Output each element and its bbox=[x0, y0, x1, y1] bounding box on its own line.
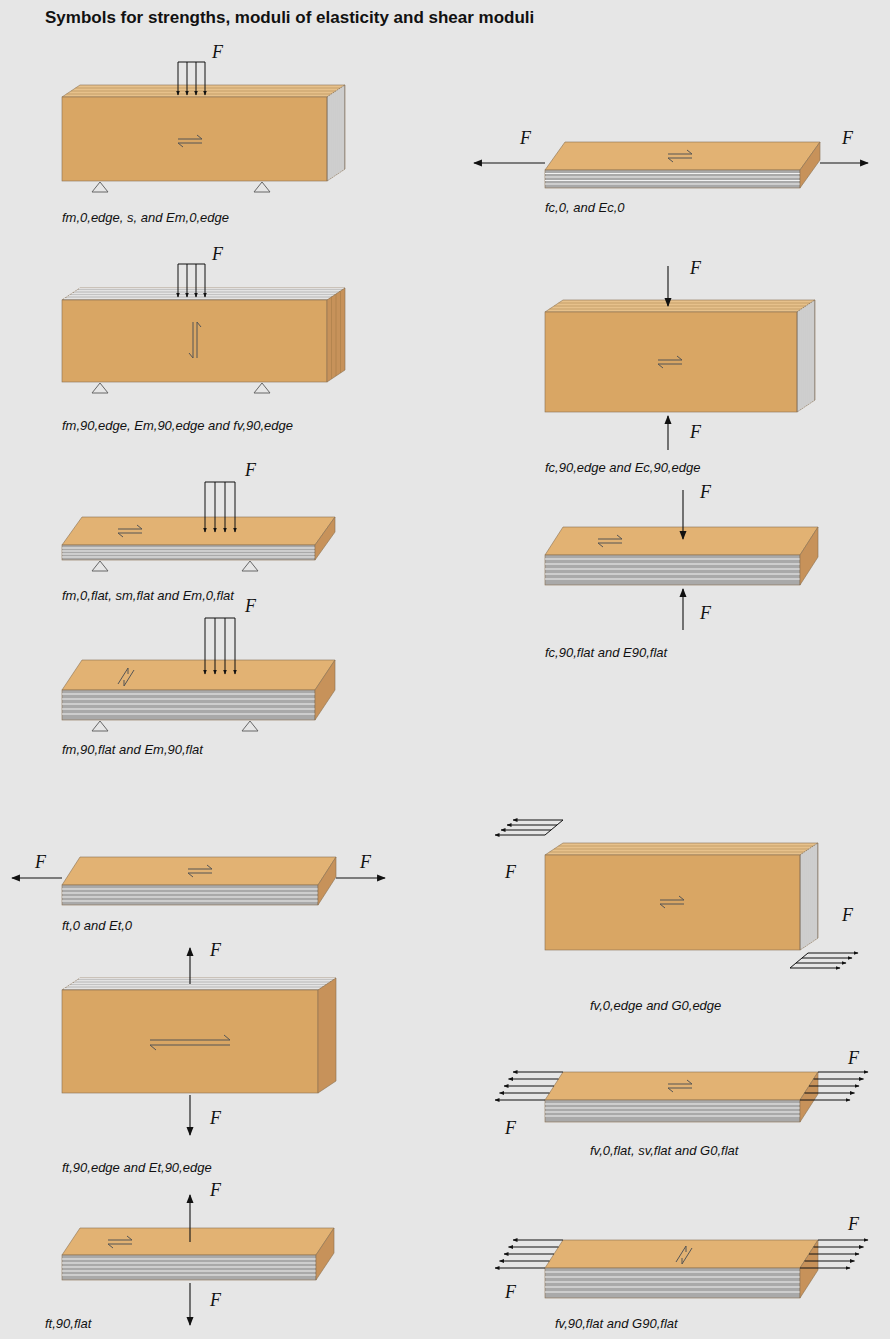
flat-plate bbox=[62, 1228, 334, 1280]
force-label: F bbox=[700, 603, 711, 623]
edge-beam bbox=[62, 288, 345, 382]
grain-arrow bbox=[660, 896, 684, 908]
symbol-caption: fv,0,edge and G0,edge bbox=[590, 998, 721, 1014]
symbol-caption: fm,90,edge, Em,90,edge and fv,90,edge bbox=[62, 418, 293, 434]
grain-arrow bbox=[189, 322, 201, 358]
force-label: F bbox=[245, 596, 256, 616]
symbol-caption: ft,0 and Et,0 bbox=[62, 918, 132, 934]
edge-beam bbox=[545, 300, 815, 412]
edge-beam bbox=[545, 843, 818, 950]
grain-arrow bbox=[108, 1236, 132, 1248]
flat-plate bbox=[545, 527, 818, 585]
grain-arrow bbox=[118, 668, 134, 686]
load-arrows bbox=[205, 482, 235, 532]
force-label: F bbox=[505, 1282, 516, 1302]
force-label: F bbox=[210, 1180, 221, 1200]
flat-plate bbox=[545, 1072, 818, 1122]
force-label: F bbox=[505, 1118, 516, 1138]
force-label: F bbox=[690, 258, 701, 278]
load-arrows bbox=[178, 264, 205, 297]
flat-plate bbox=[62, 660, 335, 720]
grain-arrow bbox=[188, 865, 212, 877]
symbol-caption: fm,0,edge, s, and Em,0,edge bbox=[62, 210, 229, 226]
shear-arrows bbox=[800, 1072, 868, 1100]
support bbox=[92, 182, 270, 192]
force-arrow bbox=[189, 948, 190, 1135]
edge-beam bbox=[62, 85, 345, 181]
flat-plate bbox=[545, 1240, 818, 1298]
grain-arrow bbox=[668, 1080, 692, 1092]
flat-plate bbox=[545, 142, 820, 188]
load-arrows bbox=[205, 618, 235, 674]
force-arrow bbox=[12, 877, 385, 878]
force-label: F bbox=[245, 460, 256, 480]
force-arrow bbox=[682, 490, 683, 630]
grain-arrow bbox=[668, 150, 692, 162]
force-label: F bbox=[848, 1214, 859, 1234]
support bbox=[92, 383, 270, 393]
shear-arrows bbox=[495, 1072, 563, 1100]
force-label: F bbox=[842, 128, 853, 148]
force-label: F bbox=[210, 1290, 221, 1310]
symbol-caption: fc,0, and Ec,0 bbox=[545, 200, 625, 216]
flat-plate bbox=[62, 857, 336, 905]
symbol-caption: fc,90,edge and Ec,90,edge bbox=[545, 460, 700, 476]
grain-arrow bbox=[598, 535, 622, 547]
force-arrow bbox=[474, 162, 868, 163]
diagram-title: Symbols for strengths, moduli of elastic… bbox=[45, 8, 534, 28]
shear-arrows bbox=[790, 953, 858, 968]
force-label: F bbox=[360, 852, 371, 872]
force-label: F bbox=[210, 940, 221, 960]
shear-arrows bbox=[495, 1240, 563, 1268]
grain-arrow bbox=[118, 525, 142, 537]
symbol-caption: fm,0,flat, sm,flat and Em,0,flat bbox=[62, 588, 234, 604]
shear-arrows bbox=[800, 1240, 868, 1268]
force-arrow bbox=[667, 266, 668, 450]
grain-arrow bbox=[150, 1035, 230, 1050]
force-label: F bbox=[35, 852, 46, 872]
symbol-caption: ft,90,flat bbox=[45, 1316, 91, 1332]
force-label: F bbox=[690, 422, 701, 442]
edge-beam bbox=[62, 978, 336, 1093]
force-label: F bbox=[212, 42, 223, 62]
force-label: F bbox=[210, 1108, 221, 1128]
force-arrow bbox=[189, 1195, 190, 1325]
load-arrows bbox=[178, 62, 205, 95]
flat-plate bbox=[62, 517, 335, 560]
force-label: F bbox=[848, 1048, 859, 1068]
symbol-caption: fv,90,flat and G90,flat bbox=[555, 1316, 678, 1332]
symbol-caption: ft,90,edge and Et,90,edge bbox=[62, 1160, 212, 1176]
symbol-caption: fc,90,flat and E90,flat bbox=[545, 645, 667, 661]
symbol-caption: fv,0,flat, sv,flat and G0,flat bbox=[590, 1143, 738, 1159]
grain-arrow bbox=[178, 135, 202, 147]
support bbox=[92, 561, 258, 571]
symbol-caption: fm,90,flat and Em,90,flat bbox=[62, 742, 203, 758]
force-label: F bbox=[842, 905, 853, 925]
shear-arrows bbox=[495, 820, 563, 835]
force-label: F bbox=[505, 862, 516, 882]
force-label: F bbox=[520, 128, 531, 148]
force-label: F bbox=[212, 244, 223, 264]
grain-arrow bbox=[676, 1246, 692, 1264]
grain-arrow bbox=[658, 356, 682, 368]
support bbox=[92, 721, 258, 731]
force-label: F bbox=[700, 482, 711, 502]
